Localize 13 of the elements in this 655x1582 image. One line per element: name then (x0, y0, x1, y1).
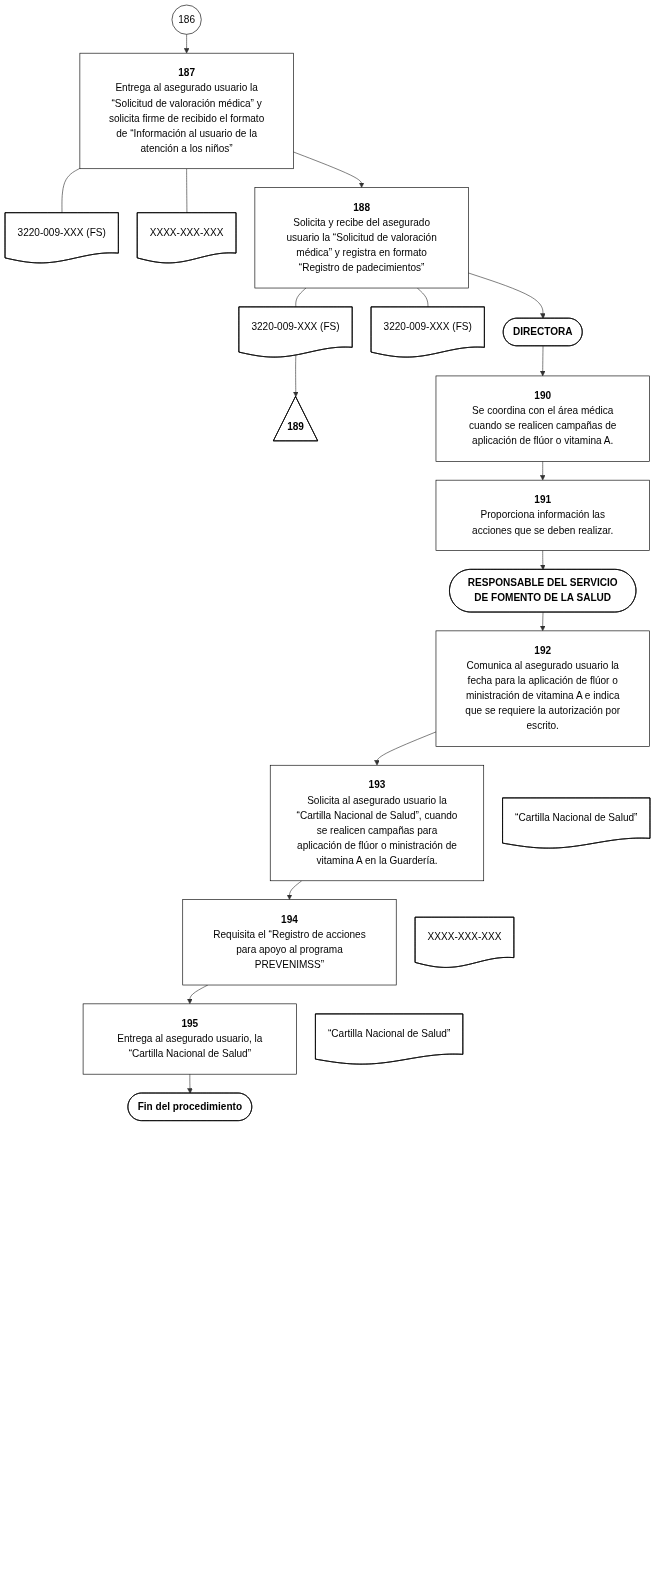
node-box (269, 764, 485, 882)
connector (61, 168, 81, 214)
node-box (182, 899, 397, 986)
node-box (82, 1003, 297, 1075)
node-box (435, 479, 650, 551)
node-box (79, 52, 294, 170)
connector (186, 168, 188, 214)
node-circle (171, 4, 202, 35)
node-box (254, 187, 469, 289)
node-box (435, 375, 650, 462)
connector (295, 287, 307, 308)
node-box (435, 630, 650, 747)
connector (416, 287, 429, 308)
